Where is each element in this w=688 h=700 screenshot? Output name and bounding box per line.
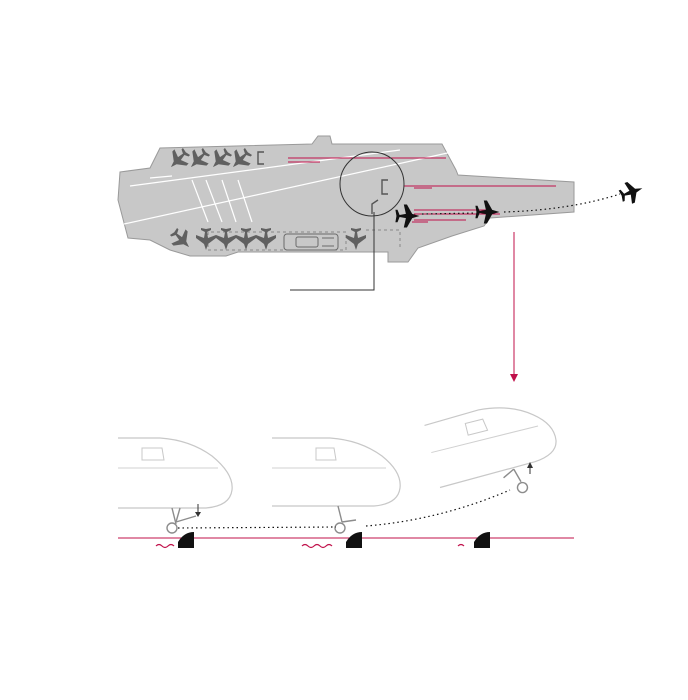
parked-jets-bottom-row	[169, 227, 366, 250]
aircraft-stage-3	[424, 407, 557, 494]
detail-highlight-circle	[339, 151, 405, 217]
parked-jets-top-row	[170, 147, 253, 168]
wave-icon	[155, 543, 175, 549]
wave-icon	[301, 543, 333, 549]
landing-gear	[503, 468, 529, 494]
carrier-top-view	[117, 135, 643, 382]
landing-gear	[166, 507, 197, 534]
catapult-shuttle-icon	[346, 532, 362, 548]
parked-jet-icon	[346, 228, 366, 250]
launch-flight-path	[421, 193, 621, 215]
launching-jet-icon	[475, 200, 500, 224]
launching-jets	[395, 182, 643, 228]
aircraft-stage-1	[118, 437, 233, 549]
parked-jet-icon	[256, 228, 276, 250]
parked-jet-icon	[232, 147, 253, 168]
launching-jet-icon	[395, 204, 420, 228]
parked-jet-icon	[212, 147, 233, 168]
parked-jet-icon	[170, 147, 191, 168]
carrier-island	[283, 233, 339, 251]
parked-jet-icon	[196, 228, 216, 250]
catapult-shuttle-icon	[178, 532, 194, 548]
ghost-fuselage	[272, 437, 401, 507]
wheel-icon	[334, 522, 346, 534]
airborne-jet-icon	[618, 182, 643, 204]
wheel-icon	[166, 522, 178, 534]
parked-jet-icon	[236, 228, 256, 250]
carrier-deck	[117, 135, 575, 263]
detail-leader-line	[290, 212, 375, 291]
wheel-icon	[516, 481, 529, 494]
parked-jet-icon	[216, 228, 236, 250]
parked-jet-icon	[169, 227, 190, 248]
arrow-head-icon	[510, 374, 518, 382]
launch-run-path	[177, 489, 511, 529]
aircraft-stage-2	[272, 437, 401, 549]
detail-arrow	[510, 232, 518, 382]
gear-arrow-icon	[195, 504, 201, 517]
ghost-fuselage	[118, 437, 233, 509]
deck-bracket-markers	[257, 151, 388, 214]
cockpit-window	[315, 447, 337, 461]
gear-retract-arrow-icon	[527, 462, 533, 474]
ghost-fuselage	[424, 407, 557, 489]
catapult-shuttle-icon	[474, 532, 490, 548]
cockpit-window	[464, 418, 489, 436]
launch-side-view	[118, 407, 574, 549]
wave-icon	[457, 543, 465, 547]
landing-gear	[334, 505, 357, 534]
cockpit-window	[141, 447, 165, 461]
parked-jet-icon	[190, 147, 211, 168]
